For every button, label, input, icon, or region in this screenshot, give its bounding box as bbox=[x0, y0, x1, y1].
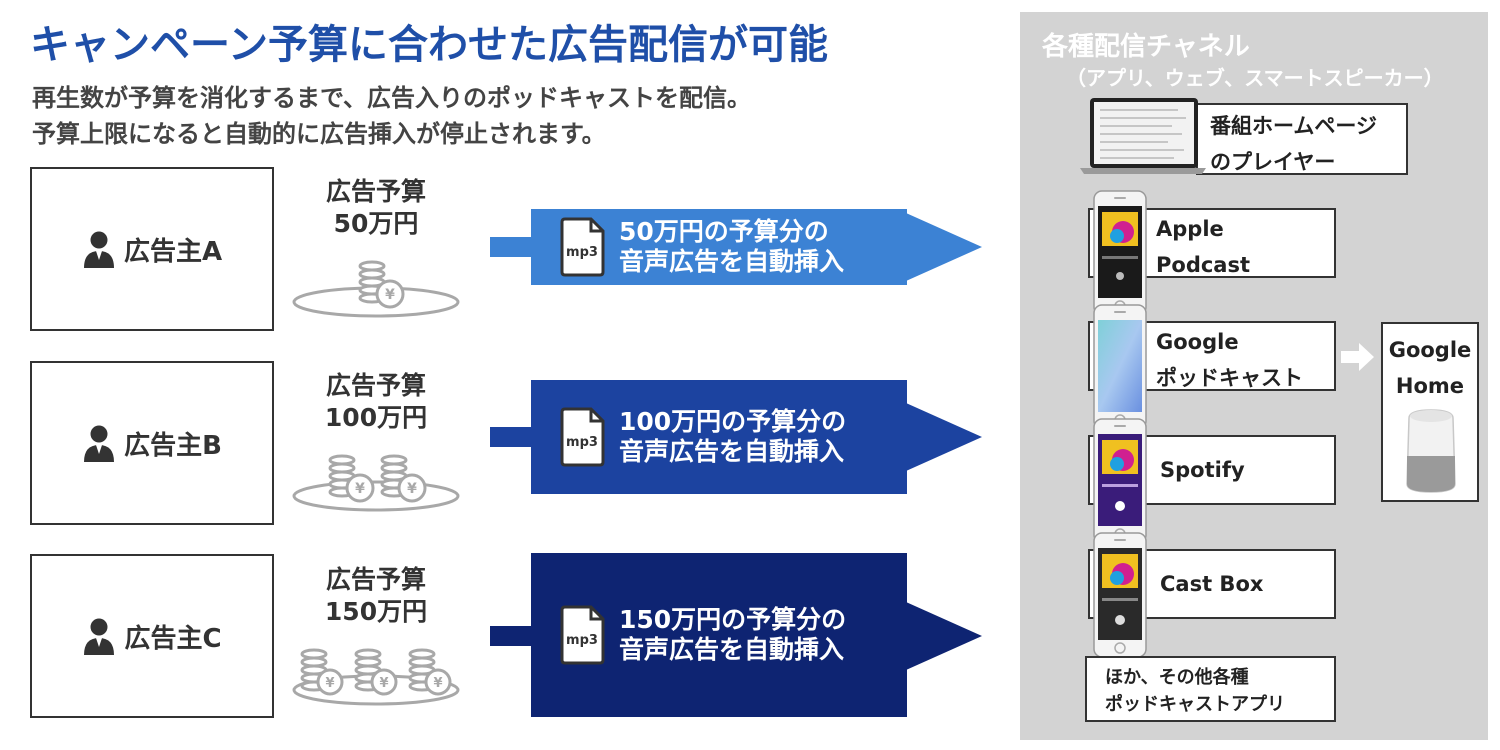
arrow-a-shaft bbox=[490, 237, 535, 257]
coin-stack-b-icon: ¥ ¥ bbox=[292, 454, 460, 512]
ad-insert-text-a: 50万円の予算分の 音声広告を自動挿入 bbox=[619, 217, 844, 277]
channel-apple-line2: Podcast bbox=[1156, 253, 1251, 277]
ad-insert-c-line2: 音声広告を自動挿入 bbox=[619, 635, 845, 664]
advertiser-c-box: 広告主C bbox=[30, 554, 274, 718]
phone-icon bbox=[1093, 532, 1147, 658]
mp3-file-icon: mp3 bbox=[560, 407, 605, 467]
channel-website-line1: 番組ホームページ bbox=[1210, 114, 1377, 138]
svg-text:¥: ¥ bbox=[379, 676, 388, 691]
mp3-label: mp3 bbox=[566, 435, 598, 450]
arrow-right-icon bbox=[1341, 343, 1374, 371]
ad-insert-box-a: mp3 50万円の予算分の 音声広告を自動挿入 bbox=[531, 209, 907, 285]
channel-website-line2: のプレイヤー bbox=[1210, 150, 1336, 174]
budget-c: 広告予算 150万円 bbox=[296, 564, 456, 628]
person-icon bbox=[83, 231, 114, 268]
ad-insert-box-b: mp3 100万円の予算分の 音声広告を自動挿入 bbox=[531, 380, 907, 494]
description-line-2: 予算上限になると自動的に広告挿入が停止されます。 bbox=[32, 120, 606, 148]
ad-insert-text-c: 150万円の予算分の 音声広告を自動挿入 bbox=[619, 605, 846, 665]
advertiser-b-box: 広告主B bbox=[30, 361, 274, 525]
channels-panel-title: 各種配信チャネル bbox=[1042, 32, 1250, 62]
channel-google-line2: ポッドキャスト bbox=[1156, 366, 1303, 390]
advertiser-c-label: 広告主C bbox=[124, 623, 222, 654]
budget-c-amount: 150万円 bbox=[324, 597, 428, 626]
coin-stack-c-icon: ¥ ¥ ¥ bbox=[292, 648, 460, 706]
budget-a-amount: 50万円 bbox=[333, 209, 419, 238]
svg-text:¥: ¥ bbox=[385, 287, 395, 303]
smart-speaker-icon bbox=[1406, 409, 1456, 493]
channel-other-line1: ほか、その他各種 bbox=[1105, 667, 1249, 688]
arrow-a-head-icon bbox=[906, 213, 982, 281]
description-line-1: 再生数が予算を消化するまで、広告入りのポッドキャストを配信。 bbox=[32, 84, 752, 112]
channel-google-line1: Google bbox=[1156, 330, 1239, 354]
page-title: キャンペーン予算に合わせた広告配信が可能 bbox=[30, 22, 828, 68]
speaker-line1: Google bbox=[1388, 338, 1472, 362]
ad-insert-box-c: mp3 150万円の予算分の 音声広告を自動挿入 bbox=[531, 553, 907, 717]
advertiser-a-box: 広告主A bbox=[30, 167, 274, 331]
phone-icon bbox=[1093, 418, 1147, 544]
budget-b-amount: 100万円 bbox=[324, 403, 428, 432]
channel-website-player: 番組ホームページ のプレイヤー bbox=[1196, 103, 1408, 175]
budget-a: 広告予算 50万円 bbox=[296, 176, 456, 240]
svg-text:¥: ¥ bbox=[355, 481, 365, 497]
svg-text:¥: ¥ bbox=[325, 676, 334, 691]
laptop-icon bbox=[1080, 98, 1206, 174]
ad-insert-b-line2: 音声広告を自動挿入 bbox=[619, 437, 845, 466]
arrow-c-shaft bbox=[490, 626, 535, 646]
channel-spotify-line1: Spotify bbox=[1160, 458, 1245, 482]
arrow-b-shaft bbox=[490, 427, 535, 447]
ad-insert-text-b: 100万円の予算分の 音声広告を自動挿入 bbox=[619, 407, 846, 467]
mp3-file-icon: mp3 bbox=[560, 605, 605, 665]
ad-insert-b-line1: 100万円の予算分の bbox=[619, 407, 847, 436]
channel-other-line2: ポッドキャストアプリ bbox=[1105, 694, 1285, 715]
ad-insert-a-line2: 音声広告を自動挿入 bbox=[619, 247, 845, 276]
budget-a-label: 広告予算 bbox=[325, 177, 426, 206]
ad-insert-c-line1: 150万円の予算分の bbox=[619, 605, 847, 634]
channel-apple-line1: Apple bbox=[1156, 217, 1224, 241]
advertiser-a-label: 広告主A bbox=[123, 236, 223, 267]
budget-c-label: 広告予算 bbox=[325, 565, 426, 594]
budget-b: 広告予算 100万円 bbox=[296, 370, 456, 434]
arrow-c-head-icon bbox=[906, 602, 982, 670]
channels-panel-subtitle: （アプリ、ウェブ、スマートスピーカー） bbox=[1066, 66, 1444, 90]
coin-stack-a-icon: ¥ bbox=[292, 260, 460, 318]
advertiser-b-label: 広告主B bbox=[124, 430, 222, 461]
phone-icon bbox=[1093, 190, 1147, 316]
svg-text:¥: ¥ bbox=[407, 481, 417, 497]
speaker-line2: Home bbox=[1395, 374, 1465, 398]
phone-icon bbox=[1093, 304, 1147, 430]
ad-insert-a-line1: 50万円の予算分の bbox=[619, 217, 829, 246]
mp3-label: mp3 bbox=[566, 633, 598, 648]
mp3-file-icon: mp3 bbox=[560, 217, 605, 277]
arrow-b-head-icon bbox=[906, 403, 982, 471]
svg-text:¥: ¥ bbox=[433, 676, 442, 691]
channel-castbox-line1: Cast Box bbox=[1160, 572, 1264, 596]
channel-other-apps: ほか、その他各種 ポッドキャストアプリ bbox=[1085, 656, 1336, 722]
budget-b-label: 広告予算 bbox=[325, 371, 426, 400]
mp3-label: mp3 bbox=[566, 245, 598, 260]
person-icon bbox=[84, 618, 115, 655]
person-icon bbox=[84, 425, 115, 462]
